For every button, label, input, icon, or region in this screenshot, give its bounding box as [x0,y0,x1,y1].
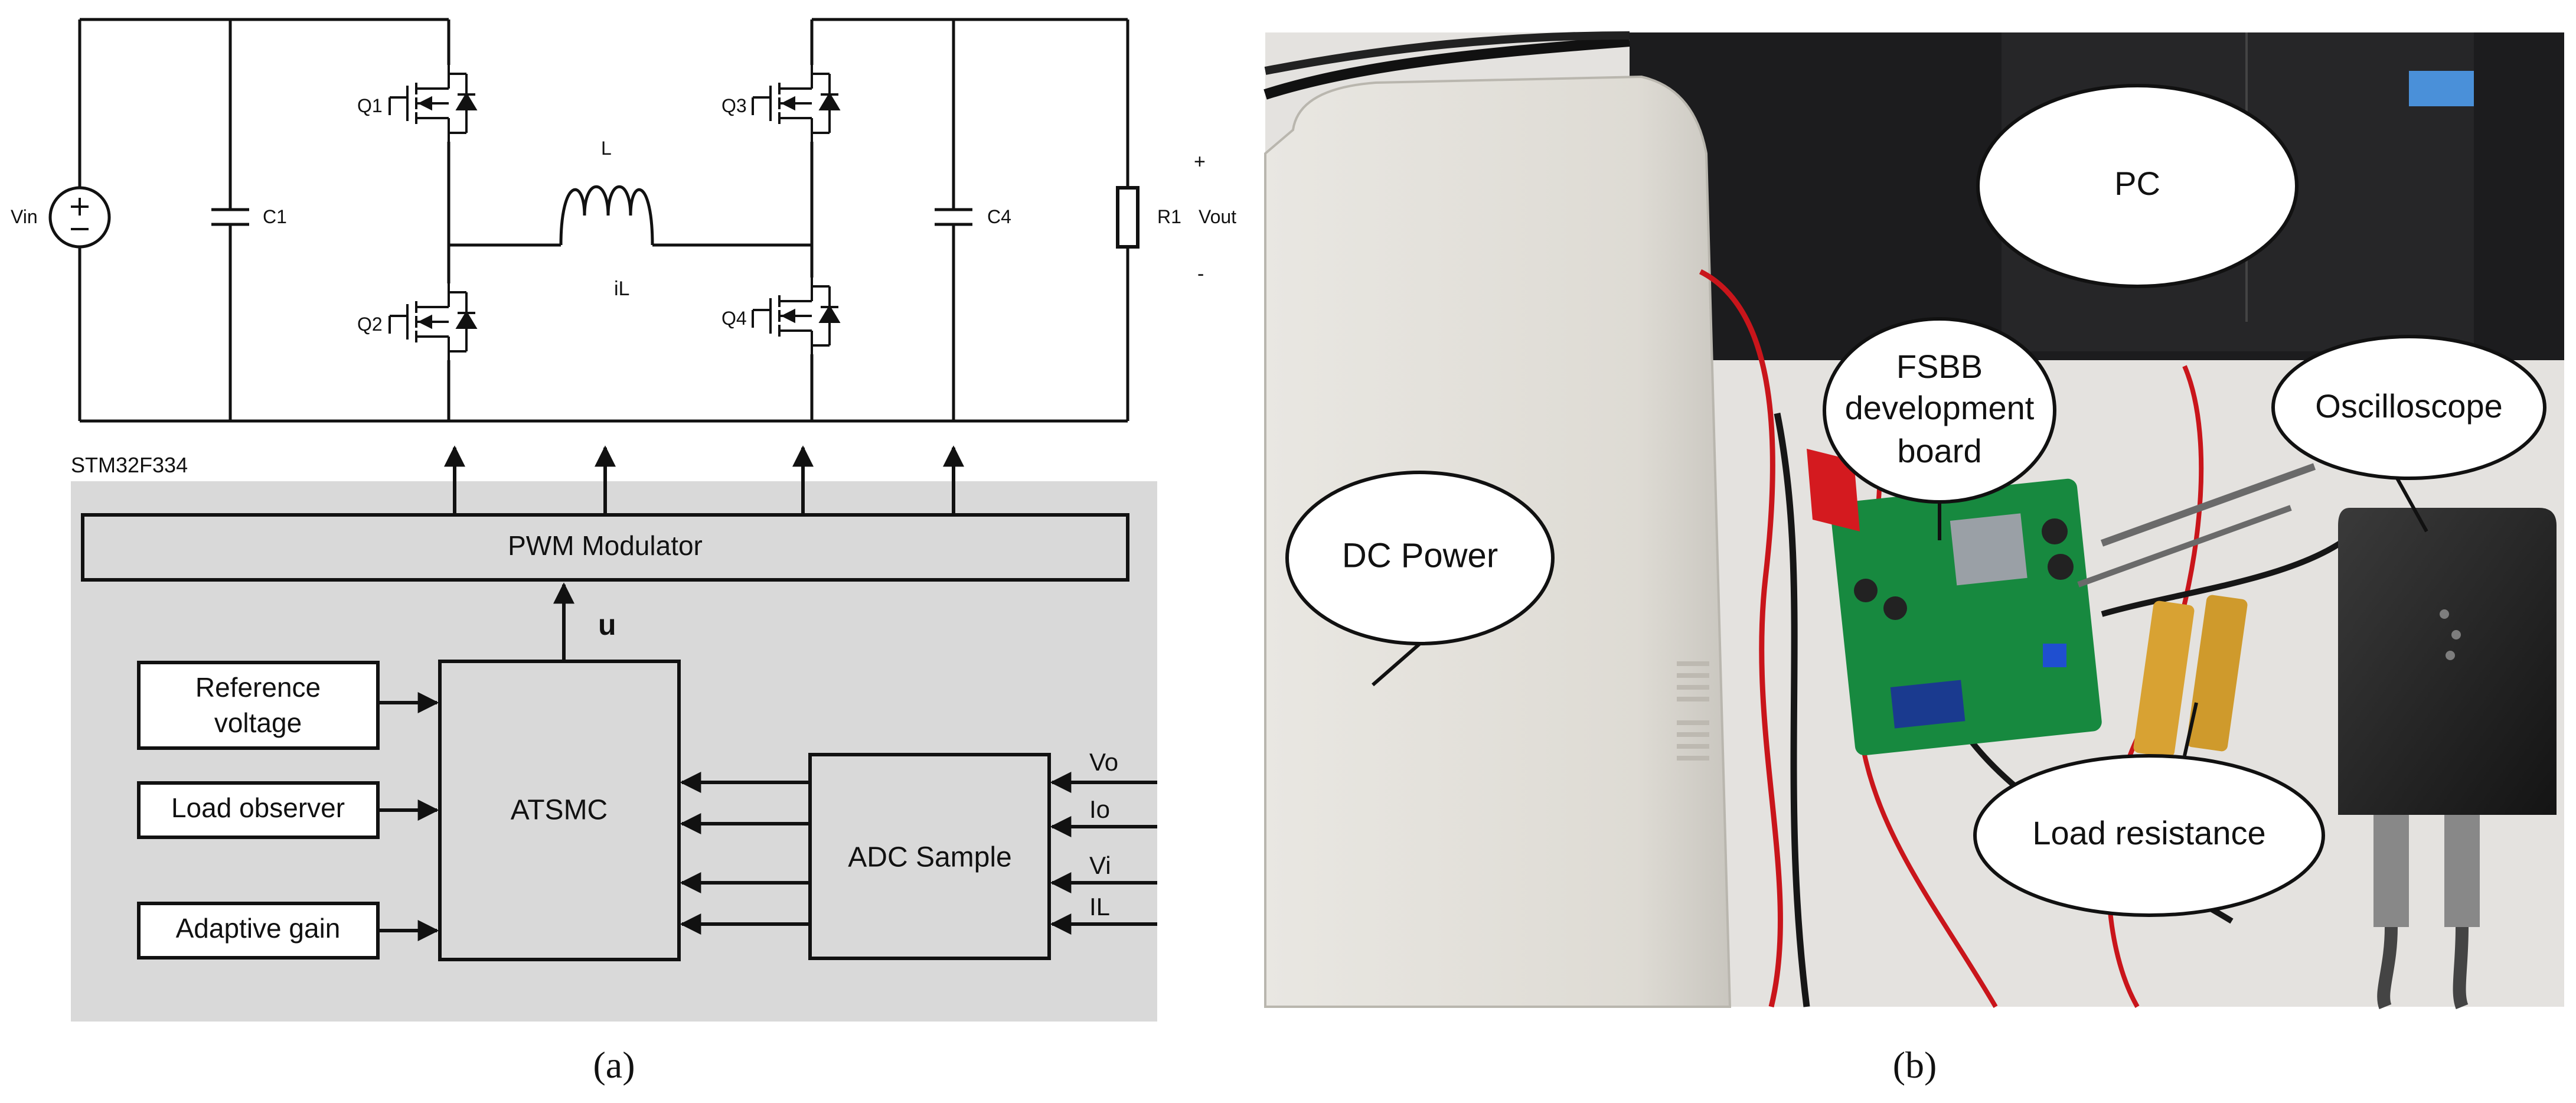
label-plus: + [1194,151,1206,173]
mosfet-q2 [388,283,478,360]
label-il: iL [614,278,629,300]
panel-a-circuit [48,18,1140,423]
label-q4: Q4 [721,308,747,329]
label-q3: Q3 [721,95,747,116]
callout-load-resistance [1973,754,2325,917]
mosfet-q4 [752,278,841,354]
label-minus: - [1197,263,1204,285]
label-reference-line2: voltage [214,707,302,738]
adc-sample-block [808,753,1051,960]
label-c4: C4 [987,206,1011,227]
label-load-observer: Load observer [171,792,345,823]
label-inductor: L [601,138,612,159]
mosfet-q1 [388,65,478,142]
label-oscilloscope: Oscilloscope [2315,387,2502,425]
label-fsbb-3: board [1897,432,1981,469]
oscilloscope-device [2338,508,2557,815]
label-fsbb-1: FSBB [1896,348,1983,385]
load-resistor-r1 [1116,186,1140,249]
label-reference-line1: Reference [195,672,321,703]
label-atsmc: ATSMC [511,795,608,826]
inductor [559,185,654,246]
label-dc-power: DC Power [1342,536,1498,575]
fsbb-board [1830,478,2102,756]
callout-pc [1976,84,2299,288]
label-input-io: Io [1089,795,1110,823]
atsmc-block [438,660,681,961]
label-u: u [598,608,616,641]
reference-voltage-block [137,661,380,750]
label-r1: R1 [1157,206,1181,227]
label-input-il: IL [1089,893,1110,921]
label-vin: Vin [11,206,38,227]
label-pwm-modulator: PWM Modulator [508,530,703,561]
mosfet-q3 [752,65,841,142]
load-resistor-2 [2186,595,2248,752]
label-input-vo: Vo [1089,748,1118,776]
label-q1: Q1 [357,95,383,116]
label-pc: PC [2114,165,2160,202]
label-adc-sample: ADC Sample [848,842,1011,873]
pwm-modulator-block [81,513,1129,582]
label-load-resistance: Load resistance [2032,814,2265,851]
label-q2: Q2 [357,314,383,335]
caption-a: (a) [593,1044,635,1086]
label-vout: Vout [1199,206,1236,227]
label-input-vi: Vi [1089,851,1111,879]
label-c1: C1 [263,206,287,227]
load-resistor-1 [2133,601,2195,758]
callout-oscilloscope [2271,335,2546,480]
label-adaptive-gain: Adaptive gain [176,913,341,944]
caption-b: (b) [1893,1044,1937,1086]
vin-source [48,186,111,249]
label-mcu: STM32F334 [71,453,188,477]
label-fsbb-2: development [1845,389,2035,426]
